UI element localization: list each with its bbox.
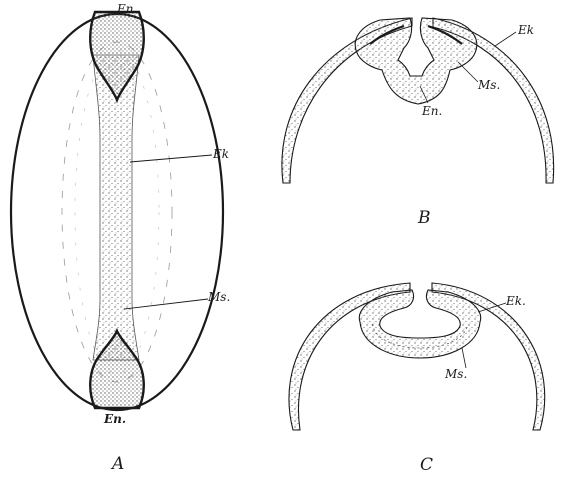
panel-b-leader-ek	[495, 32, 516, 46]
panel-a-label-en-top: En.	[117, 3, 137, 15]
panel-c-leader-ms	[462, 348, 466, 368]
panel-a-label-en-bottom: En.	[104, 413, 126, 425]
panel-c-label-ms: Ms.	[445, 368, 467, 380]
panel-a-drawing	[11, 12, 223, 410]
panel-b-leader-ms	[458, 62, 478, 82]
panel-a-label-ms: Ms.	[208, 291, 230, 303]
panel-b-label-en: En.	[422, 105, 442, 117]
panel-c-mesoderm-tube	[359, 290, 480, 358]
panel-b-letter: B	[418, 210, 431, 227]
panel-c-label-ek: Ek.	[506, 295, 526, 307]
panel-b-label-ek: Ek	[518, 24, 534, 36]
panel-a-label-ek: Ek	[213, 148, 229, 160]
panel-b-label-ms: Ms.	[478, 79, 500, 91]
panel-a-letter: A	[112, 456, 124, 473]
panel-b-mesoderm-folds	[355, 18, 477, 104]
panel-c-letter: C	[420, 457, 433, 474]
panel-b-drawing	[282, 18, 554, 183]
